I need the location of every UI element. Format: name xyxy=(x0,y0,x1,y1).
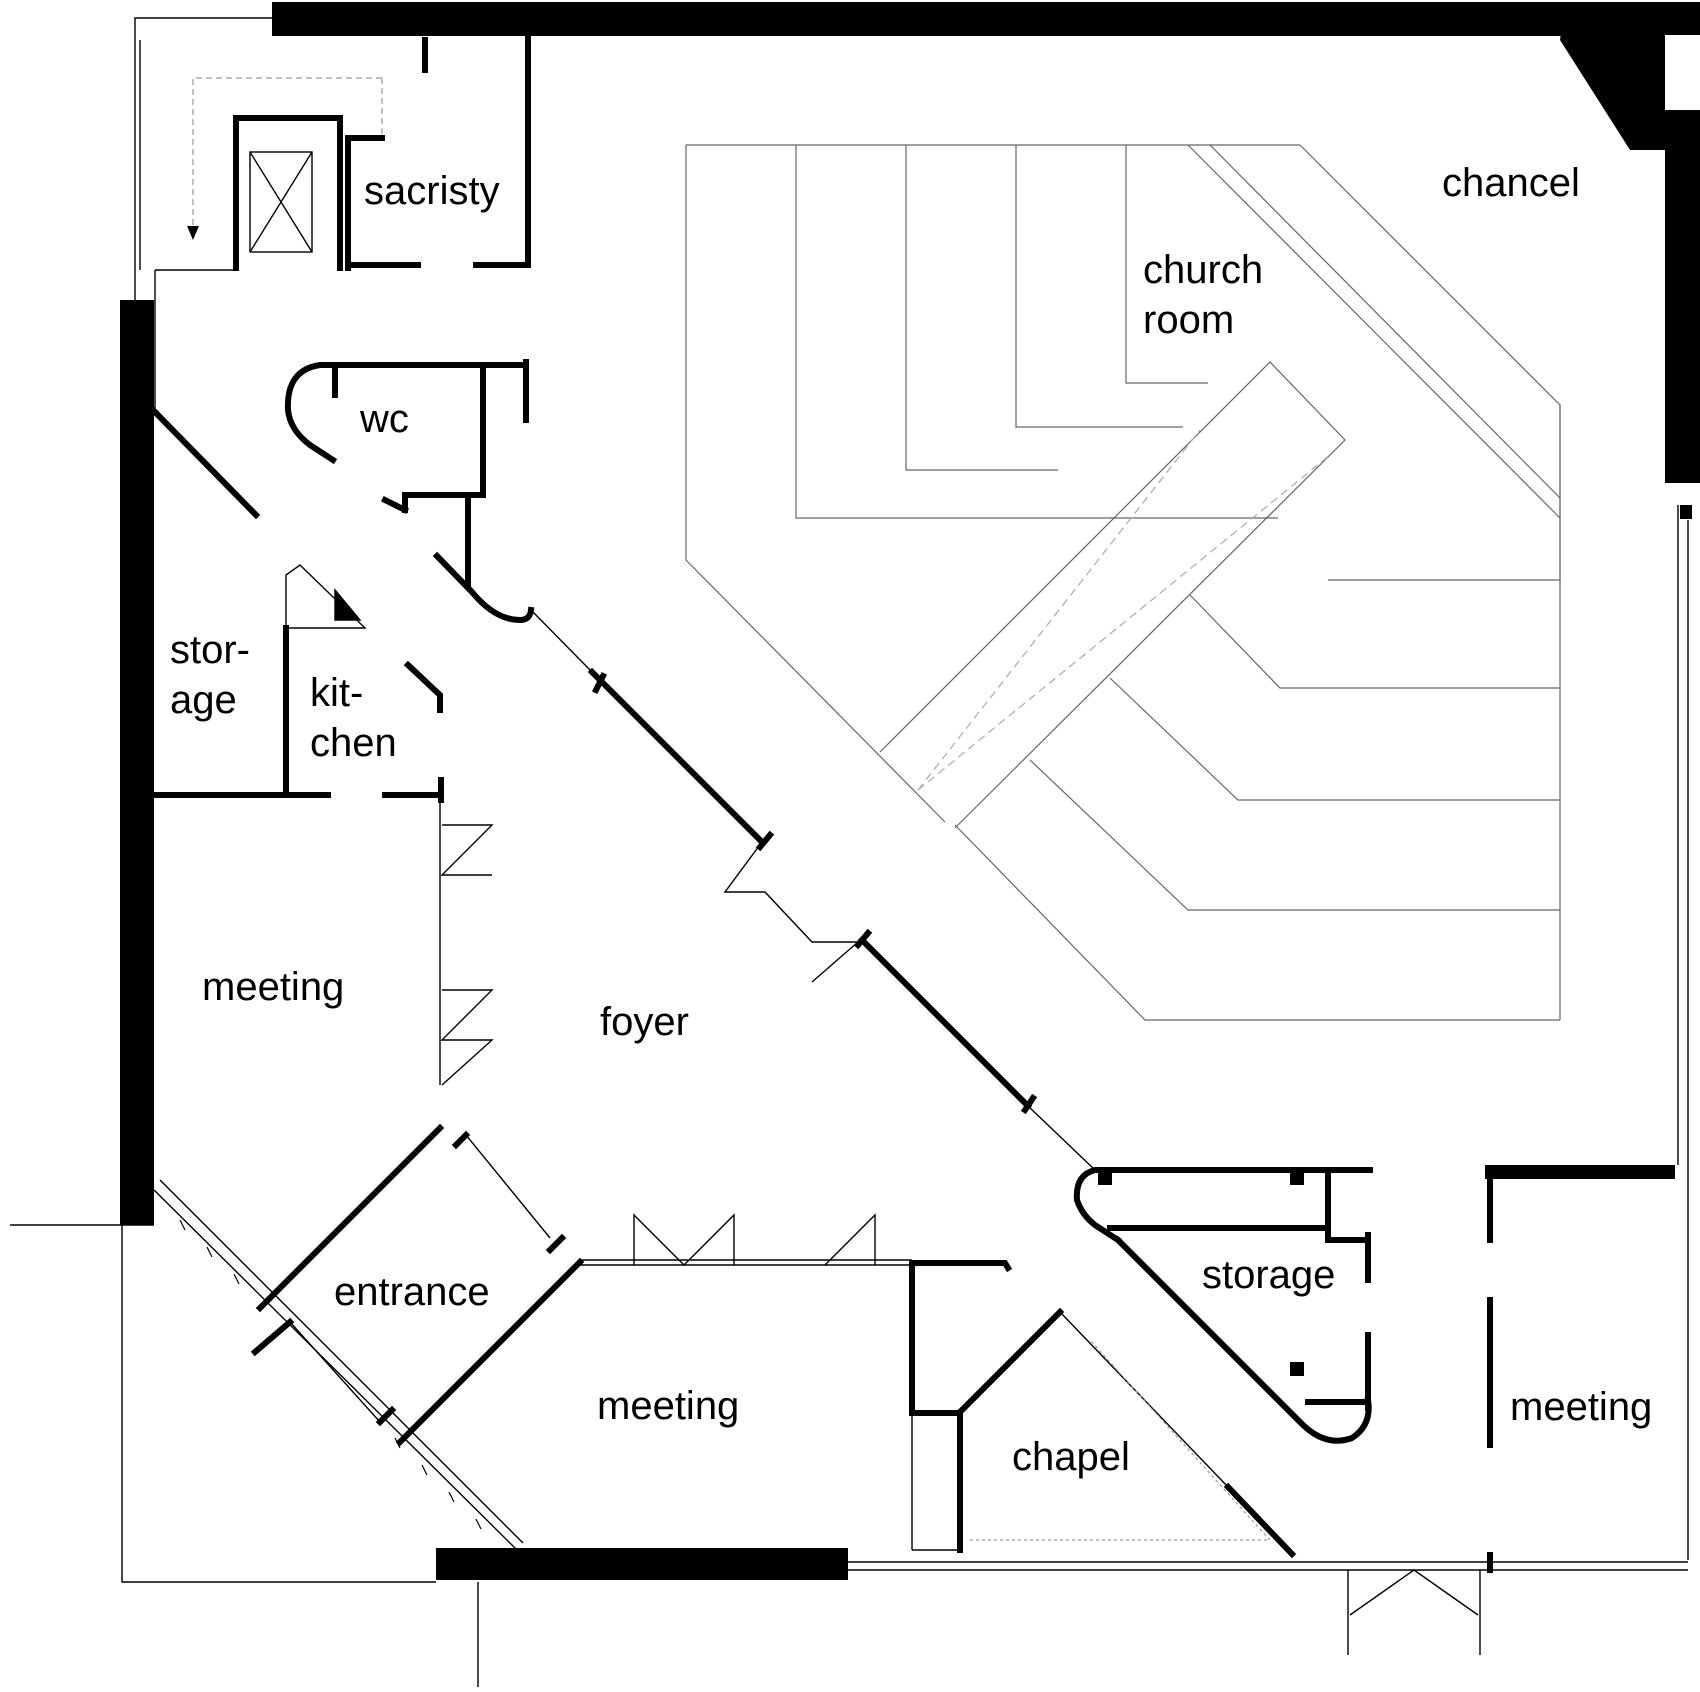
room-label-wc: wc xyxy=(360,397,409,441)
thick-walls xyxy=(120,2,1700,1580)
facade-ticks xyxy=(179,1219,482,1530)
room-label-entrance: entrance xyxy=(334,1270,490,1314)
thin-lines xyxy=(10,17,1689,1687)
room-label-meeting-right: meeting xyxy=(1510,1385,1653,1429)
room-label-foyer: foyer xyxy=(600,1000,689,1044)
interior-walls xyxy=(148,33,1493,1573)
pews xyxy=(685,144,1561,1021)
room-label-meeting-bottom: meeting xyxy=(597,1384,740,1428)
room-label-storage-right: storage xyxy=(1202,1253,1336,1297)
stair-path xyxy=(192,77,383,228)
stair-arrow xyxy=(187,226,199,240)
room-label-chancel: chancel xyxy=(1442,161,1580,205)
room-label-storage-left: stor- age xyxy=(170,628,250,722)
chapel-hatch xyxy=(970,1339,1272,1541)
room-label-church-room: church room xyxy=(1143,248,1264,342)
room-label-chapel: chapel xyxy=(1012,1435,1130,1479)
columns xyxy=(1098,505,1692,1376)
room-label-sacristy: sacristy xyxy=(364,169,500,213)
room-label-kitchen: kit- chen xyxy=(310,671,397,765)
room-label-meeting-left: meeting xyxy=(202,965,345,1009)
altar-dashes xyxy=(917,429,1331,791)
